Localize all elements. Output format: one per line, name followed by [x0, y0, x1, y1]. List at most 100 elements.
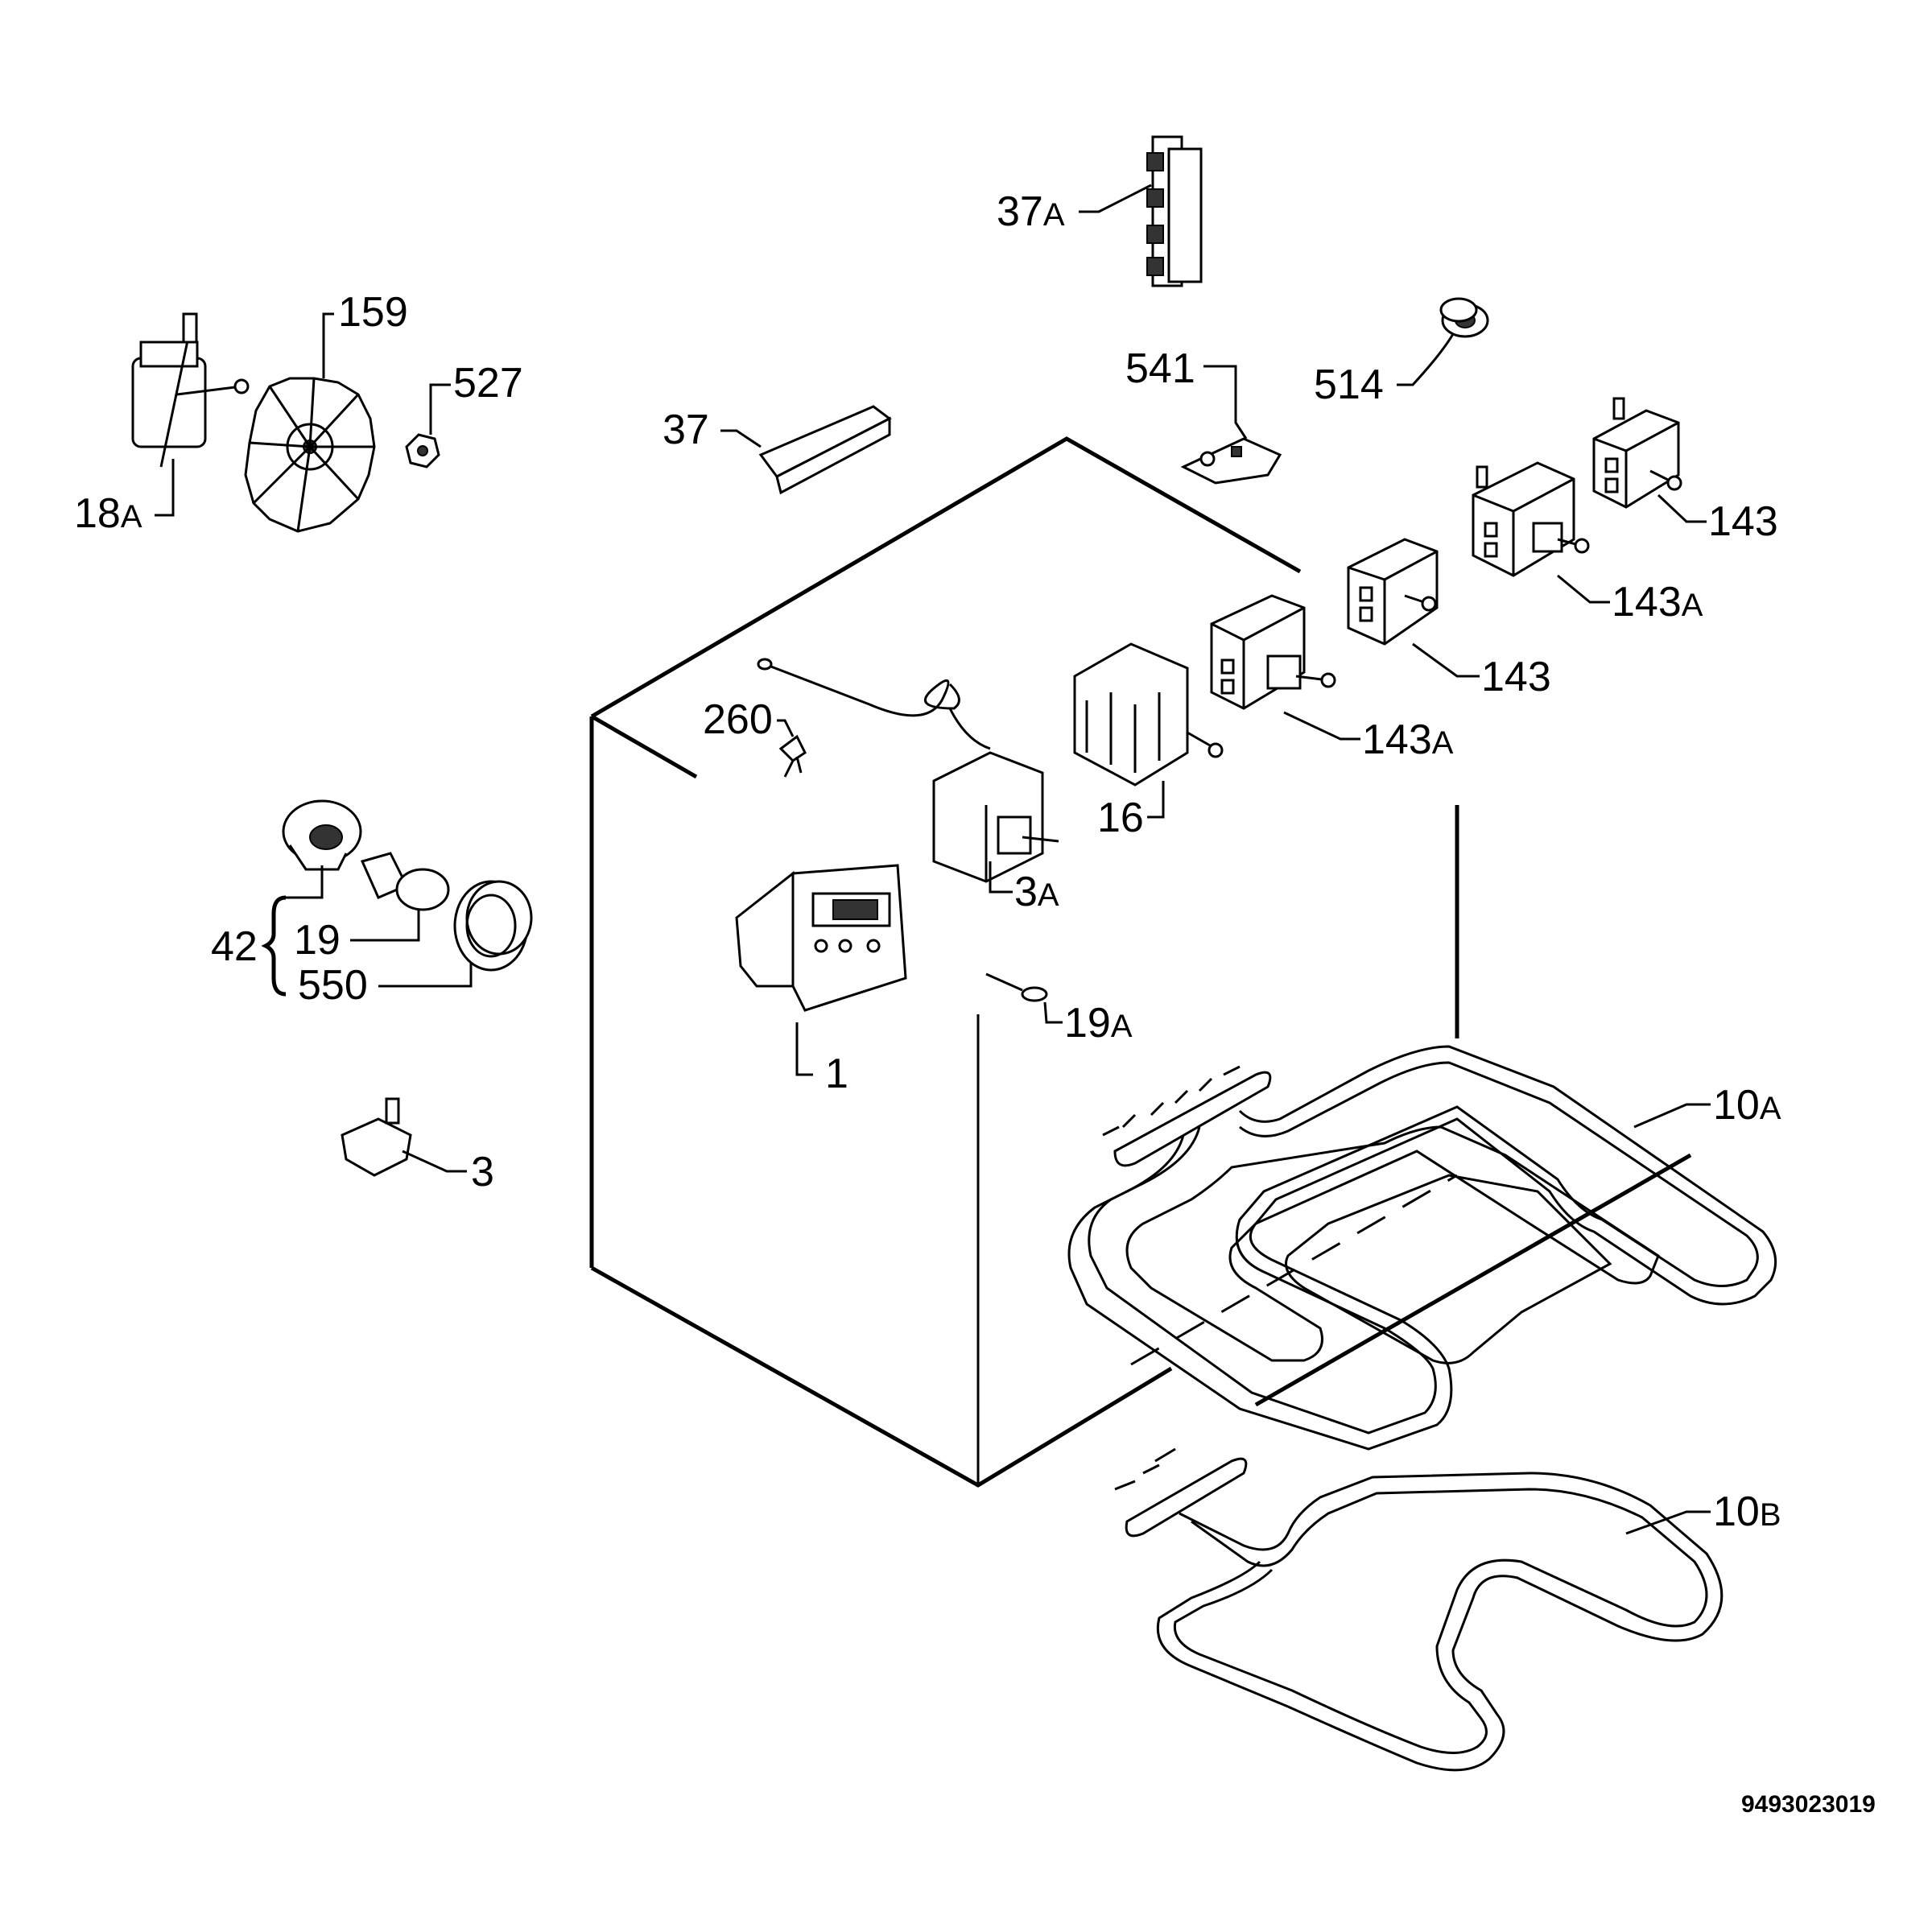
- label-18a-suffix: A: [120, 499, 142, 535]
- part-37-terminal-block: [758, 405, 892, 495]
- label-527-num: 527: [453, 360, 523, 407]
- label-10a: 10A: [1713, 1084, 1781, 1126]
- part-1-electronic-timer: [735, 864, 907, 1012]
- leader-541: [1203, 365, 1248, 440]
- part-550-lamp-cover: [453, 880, 533, 972]
- label-143-mid: 143: [1481, 656, 1551, 698]
- part-19-lamp-bulb: [360, 852, 450, 911]
- label-18a: 18A: [74, 493, 142, 535]
- leader-143a-top: [1557, 574, 1610, 604]
- part-260-clip: [778, 734, 807, 778]
- label-3a-num: 3: [1014, 869, 1038, 915]
- label-37-num: 37: [663, 407, 709, 453]
- label-260: 260: [703, 699, 773, 741]
- leader-1: [795, 1022, 813, 1076]
- label-19: 19: [294, 919, 341, 961]
- leader-10b: [1625, 1510, 1711, 1535]
- label-10b: 10B: [1713, 1491, 1781, 1533]
- label-37a-suffix: A: [1042, 197, 1065, 233]
- leader-37: [720, 429, 762, 448]
- part-3-thermal-cutout: [341, 1097, 412, 1177]
- leader-514: [1397, 333, 1455, 386]
- part-143a-switch-top: [1472, 461, 1590, 577]
- label-42: 42: [211, 926, 258, 968]
- leader-3: [402, 1150, 467, 1173]
- bracket-42: [261, 895, 287, 997]
- part-159-fan-blade: [244, 377, 376, 533]
- drawing-id: 9493023019: [1741, 1791, 1876, 1818]
- leader-37a: [1079, 184, 1152, 213]
- part-3a-thermostat: [757, 658, 1059, 883]
- label-143-mid-num: 143: [1481, 654, 1551, 700]
- leader-16: [1147, 781, 1165, 819]
- label-19a-num: 19: [1064, 1000, 1111, 1046]
- label-16: 16: [1097, 797, 1144, 839]
- label-143a-mid: 143A: [1362, 719, 1453, 761]
- label-3: 3: [471, 1151, 494, 1193]
- leader-3a: [989, 861, 1013, 894]
- label-16-num: 16: [1097, 795, 1144, 841]
- label-143-top-num: 143: [1708, 498, 1778, 545]
- label-19a-suffix: A: [1110, 1009, 1133, 1044]
- label-514-num: 514: [1314, 361, 1384, 408]
- leader-10a: [1633, 1103, 1711, 1129]
- label-550-num: 550: [298, 962, 368, 1009]
- part-18a-fan-motor: [131, 312, 250, 468]
- label-3a: 3A: [1014, 871, 1059, 913]
- label-159: 159: [338, 291, 408, 333]
- part-10a-grill-element: [1067, 1045, 1777, 1451]
- part-514-grommet: [1439, 297, 1489, 338]
- part-143-switch-mid: [1347, 538, 1439, 646]
- label-143a-top-num: 143: [1612, 579, 1682, 625]
- label-37: 37: [663, 409, 709, 451]
- part-143a-switch-mid: [1210, 594, 1336, 710]
- label-260-num: 260: [703, 696, 773, 743]
- leader-19a: [1043, 1001, 1063, 1024]
- leader-550: [378, 962, 473, 988]
- part-37a-terminal-bracket: [1146, 135, 1203, 287]
- part-42-lamp-holder: [282, 799, 362, 871]
- part-16-selector-switch: [1073, 642, 1224, 786]
- label-143a-top-suffix: A: [1681, 588, 1703, 623]
- label-143a-mid-suffix: A: [1431, 725, 1454, 761]
- label-18a-num: 18: [74, 490, 121, 537]
- label-514: 514: [1314, 364, 1384, 406]
- part-143-switch-top: [1592, 397, 1682, 509]
- label-10b-suffix: B: [1759, 1497, 1781, 1533]
- label-19a: 19A: [1064, 1002, 1133, 1044]
- leader-143-top: [1657, 493, 1707, 523]
- leader-260: [777, 719, 795, 737]
- label-1-num: 1: [825, 1051, 848, 1097]
- label-10a-num: 10: [1713, 1082, 1760, 1129]
- part-541-clip: [1180, 437, 1282, 485]
- leader-527: [429, 383, 451, 435]
- label-37a: 37A: [997, 191, 1065, 233]
- leader-18a: [155, 459, 175, 517]
- label-3a-suffix: A: [1037, 877, 1059, 913]
- part-19a-lamp-connector: [985, 972, 1048, 1002]
- label-10a-suffix: A: [1759, 1091, 1781, 1126]
- label-3-num: 3: [471, 1149, 494, 1195]
- label-550: 550: [298, 964, 368, 1006]
- label-143a-top: 143A: [1612, 581, 1703, 623]
- leader-143a-mid: [1283, 711, 1360, 741]
- label-42-num: 42: [211, 923, 258, 970]
- leader-143-mid: [1412, 642, 1480, 678]
- label-541: 541: [1125, 348, 1195, 390]
- label-527: 527: [453, 362, 523, 404]
- leader-42-bracket: [286, 865, 324, 899]
- label-1: 1: [825, 1053, 848, 1095]
- oven-cavity-outline: [589, 436, 1459, 1488]
- label-159-num: 159: [338, 289, 408, 336]
- part-527-nut: [405, 433, 440, 469]
- leader-19: [350, 910, 420, 942]
- label-143-top: 143: [1708, 501, 1778, 543]
- label-19-num: 19: [294, 917, 341, 964]
- part-10b-bottom-element: [1114, 1447, 1724, 1772]
- leader-159: [322, 312, 334, 378]
- label-143a-mid-num: 143: [1362, 716, 1432, 763]
- label-541-num: 541: [1125, 345, 1195, 392]
- label-37a-num: 37: [997, 188, 1043, 235]
- label-10b-num: 10: [1713, 1488, 1760, 1535]
